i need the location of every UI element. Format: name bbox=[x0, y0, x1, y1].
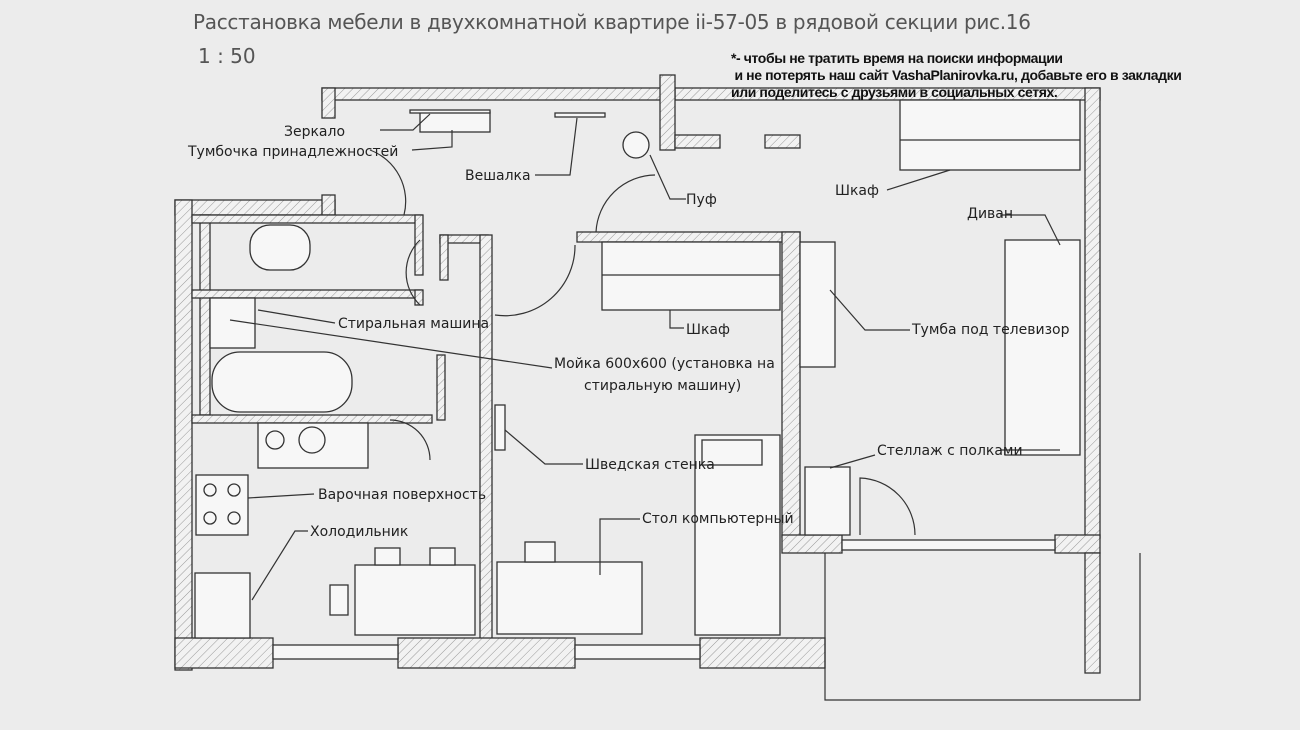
label-wardrobe-mid: Шкаф bbox=[686, 322, 730, 338]
walls bbox=[174, 74, 1141, 701]
label-hob: Варочная поверхность bbox=[318, 487, 486, 503]
window bbox=[272, 644, 399, 660]
cabinet-shape bbox=[419, 111, 491, 133]
label-hanger: Вешалка bbox=[465, 168, 531, 184]
label-wall-bars: Шведская стенка bbox=[585, 457, 715, 473]
label-mirror: Зеркало bbox=[284, 124, 345, 140]
label-desk: Стол компьютерный bbox=[642, 511, 794, 527]
leader-lines bbox=[229, 113, 1061, 601]
fridge-shape bbox=[194, 572, 251, 639]
wardrobe-right-shape bbox=[899, 99, 1081, 171]
mirror-shape bbox=[409, 109, 491, 114]
toilet-shape bbox=[249, 224, 311, 271]
wall-bars-shape bbox=[494, 404, 506, 451]
furniture bbox=[194, 99, 1081, 639]
label-wardrobe-right: Шкаф bbox=[835, 183, 879, 199]
page-title: Расстановка мебели в двухкомнатной кварт… bbox=[193, 10, 1031, 34]
window bbox=[841, 539, 1056, 551]
label-fridge: Холодильник bbox=[310, 524, 408, 540]
label-washer: Стиральная машина bbox=[338, 316, 489, 332]
shelving-shape bbox=[804, 466, 851, 536]
label-tv-stand: Тумба под телевизор bbox=[911, 322, 1070, 338]
label-sink-line2: стиральную машину) bbox=[584, 378, 741, 394]
desk-shape bbox=[496, 561, 643, 635]
balcony bbox=[824, 553, 1141, 701]
label-pouf: Пуф bbox=[686, 192, 717, 208]
label-shelving: Стеллаж с полками bbox=[877, 443, 1023, 459]
hob-shape bbox=[195, 474, 249, 536]
bathtub-shape bbox=[211, 351, 353, 413]
label-cabinet: Тумбочка принадлежностей bbox=[187, 144, 398, 160]
dining-table-shape bbox=[354, 564, 476, 636]
window bbox=[574, 644, 701, 660]
tv-stand-shape bbox=[799, 241, 836, 368]
bookmark-note: *- чтобы не тратить время на поиски инфо… bbox=[731, 50, 1182, 100]
wardrobe-mid-shape bbox=[601, 241, 781, 311]
scale-label: 1 : 50 bbox=[198, 44, 256, 68]
closet-shape bbox=[694, 434, 781, 636]
pouf-shape bbox=[622, 131, 650, 159]
sofa-shape bbox=[1004, 239, 1081, 456]
hanger-shape bbox=[554, 112, 606, 118]
label-sofa: Диван bbox=[967, 206, 1013, 222]
label-sink-line1: Мойка 600х600 (установка на bbox=[554, 356, 775, 372]
